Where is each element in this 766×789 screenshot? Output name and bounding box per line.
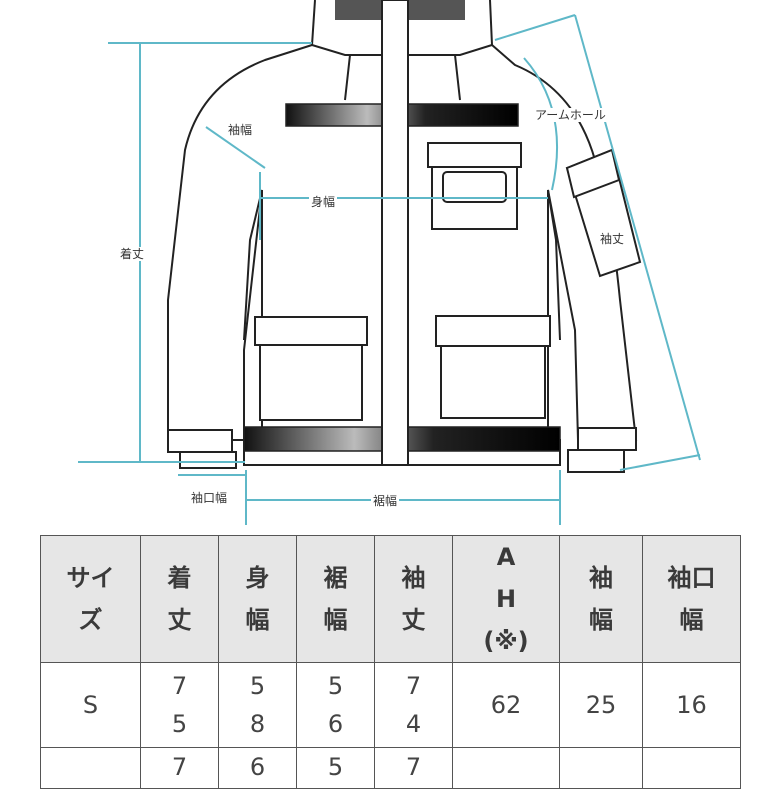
jacket-measurement-diagram: 着丈 袖幅 身幅 アームホール 袖丈 袖口幅 裾幅	[78, 0, 701, 525]
header-size: サイズ	[40, 535, 141, 663]
lower-pockets	[254, 315, 551, 421]
cell-sleeve-width	[559, 747, 643, 789]
table-row: 7 6 5 7	[40, 747, 741, 789]
header-sleeve-width: 袖幅	[559, 535, 643, 663]
cell-cuff-width: 16	[642, 662, 741, 748]
cell-armhole: 62	[452, 662, 560, 748]
label-length: 着丈	[118, 247, 147, 261]
label-cuff-width: 袖口幅	[189, 491, 230, 505]
header-hem-width: 裾幅	[296, 535, 375, 663]
label-sleeve-length: 袖丈	[598, 232, 627, 246]
jacket-illustration	[78, 0, 701, 525]
cell-size: S	[40, 662, 141, 748]
sleeve-patch	[565, 148, 642, 278]
cell-length: 7	[140, 747, 219, 789]
header-cuff-width: 袖口幅	[642, 535, 741, 663]
header-length: 着丈	[140, 535, 219, 663]
cell-sleeve-length: 7	[374, 747, 453, 789]
header-sleeve-length: 袖丈	[374, 535, 453, 663]
cuffs	[167, 427, 637, 473]
cell-size	[40, 747, 141, 789]
measurement-lines	[78, 14, 701, 525]
label-armhole: アームホール	[533, 108, 608, 122]
chest-pocket	[427, 142, 522, 230]
label-hem-width: 裾幅	[371, 494, 400, 508]
cell-armhole	[452, 747, 560, 789]
label-body-width: 身幅	[309, 195, 338, 209]
label-sleeve-width: 袖幅	[226, 123, 255, 137]
cell-body-width: 6	[218, 747, 297, 789]
cell-hem-width: 5	[296, 747, 375, 789]
front-zipper	[381, 0, 409, 466]
cell-cuff-width	[642, 747, 741, 789]
header-body-width: 身幅	[218, 535, 297, 663]
cell-sleeve-width: 25	[559, 662, 643, 748]
